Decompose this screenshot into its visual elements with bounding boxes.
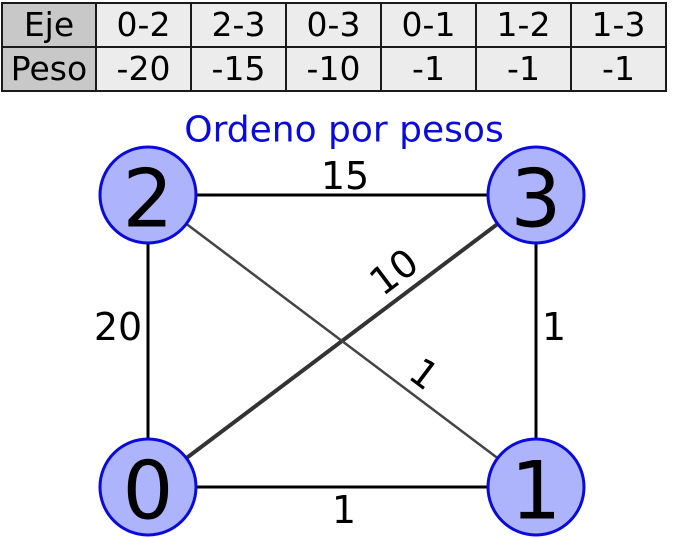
edge-label-0-3: 10 bbox=[361, 240, 426, 304]
edge-label-0-2: 20 bbox=[94, 305, 142, 349]
node-3: 3 bbox=[486, 145, 586, 246]
node-0-circle bbox=[98, 437, 198, 537]
edge-row: Eje 0-2 2-3 0-3 0-1 1-2 1-3 bbox=[1, 2, 667, 48]
edge-cell: 0-3 bbox=[285, 2, 382, 48]
node-0: 0 bbox=[98, 437, 198, 538]
node-0-label: 0 bbox=[123, 445, 174, 538]
edge-cell: 2-3 bbox=[190, 2, 287, 48]
node-2-circle bbox=[98, 145, 198, 245]
weight-row: Peso -20 -15 -10 -1 -1 -1 bbox=[1, 46, 667, 92]
edge-weight-table: Eje 0-2 2-3 0-3 0-1 1-2 1-3 Peso -20 -15… bbox=[1, 2, 667, 92]
weight-cell: -1 bbox=[570, 46, 667, 92]
edge-label-2-3: 15 bbox=[321, 154, 369, 198]
node-1-label: 1 bbox=[511, 445, 562, 538]
edge-cell: 0-1 bbox=[380, 2, 477, 48]
node-2-label: 2 bbox=[123, 153, 174, 246]
weight-cell: -10 bbox=[285, 46, 382, 92]
node-2: 2 bbox=[98, 145, 198, 246]
edge-cell: 1-2 bbox=[475, 2, 572, 48]
edge-label-1-3: 1 bbox=[542, 305, 566, 349]
node-3-label: 3 bbox=[511, 153, 562, 246]
node-3-circle bbox=[486, 145, 586, 245]
edge-label-0-1: 1 bbox=[332, 488, 356, 532]
weight-cell: -1 bbox=[380, 46, 477, 92]
edge-cell: 1-3 bbox=[570, 2, 667, 48]
edge-cell: 0-2 bbox=[95, 2, 192, 48]
node-1-circle bbox=[486, 437, 586, 537]
graph-title: Ordeno por pesos bbox=[184, 110, 503, 151]
weight-cell: -20 bbox=[95, 46, 192, 92]
weight-cell: -15 bbox=[190, 46, 287, 92]
weight-row-header: Peso bbox=[1, 46, 97, 92]
weight-cell: -1 bbox=[475, 46, 572, 92]
edge-1-2 bbox=[147, 194, 537, 488]
node-1: 1 bbox=[486, 437, 586, 538]
edge-row-header: Eje bbox=[1, 2, 97, 48]
